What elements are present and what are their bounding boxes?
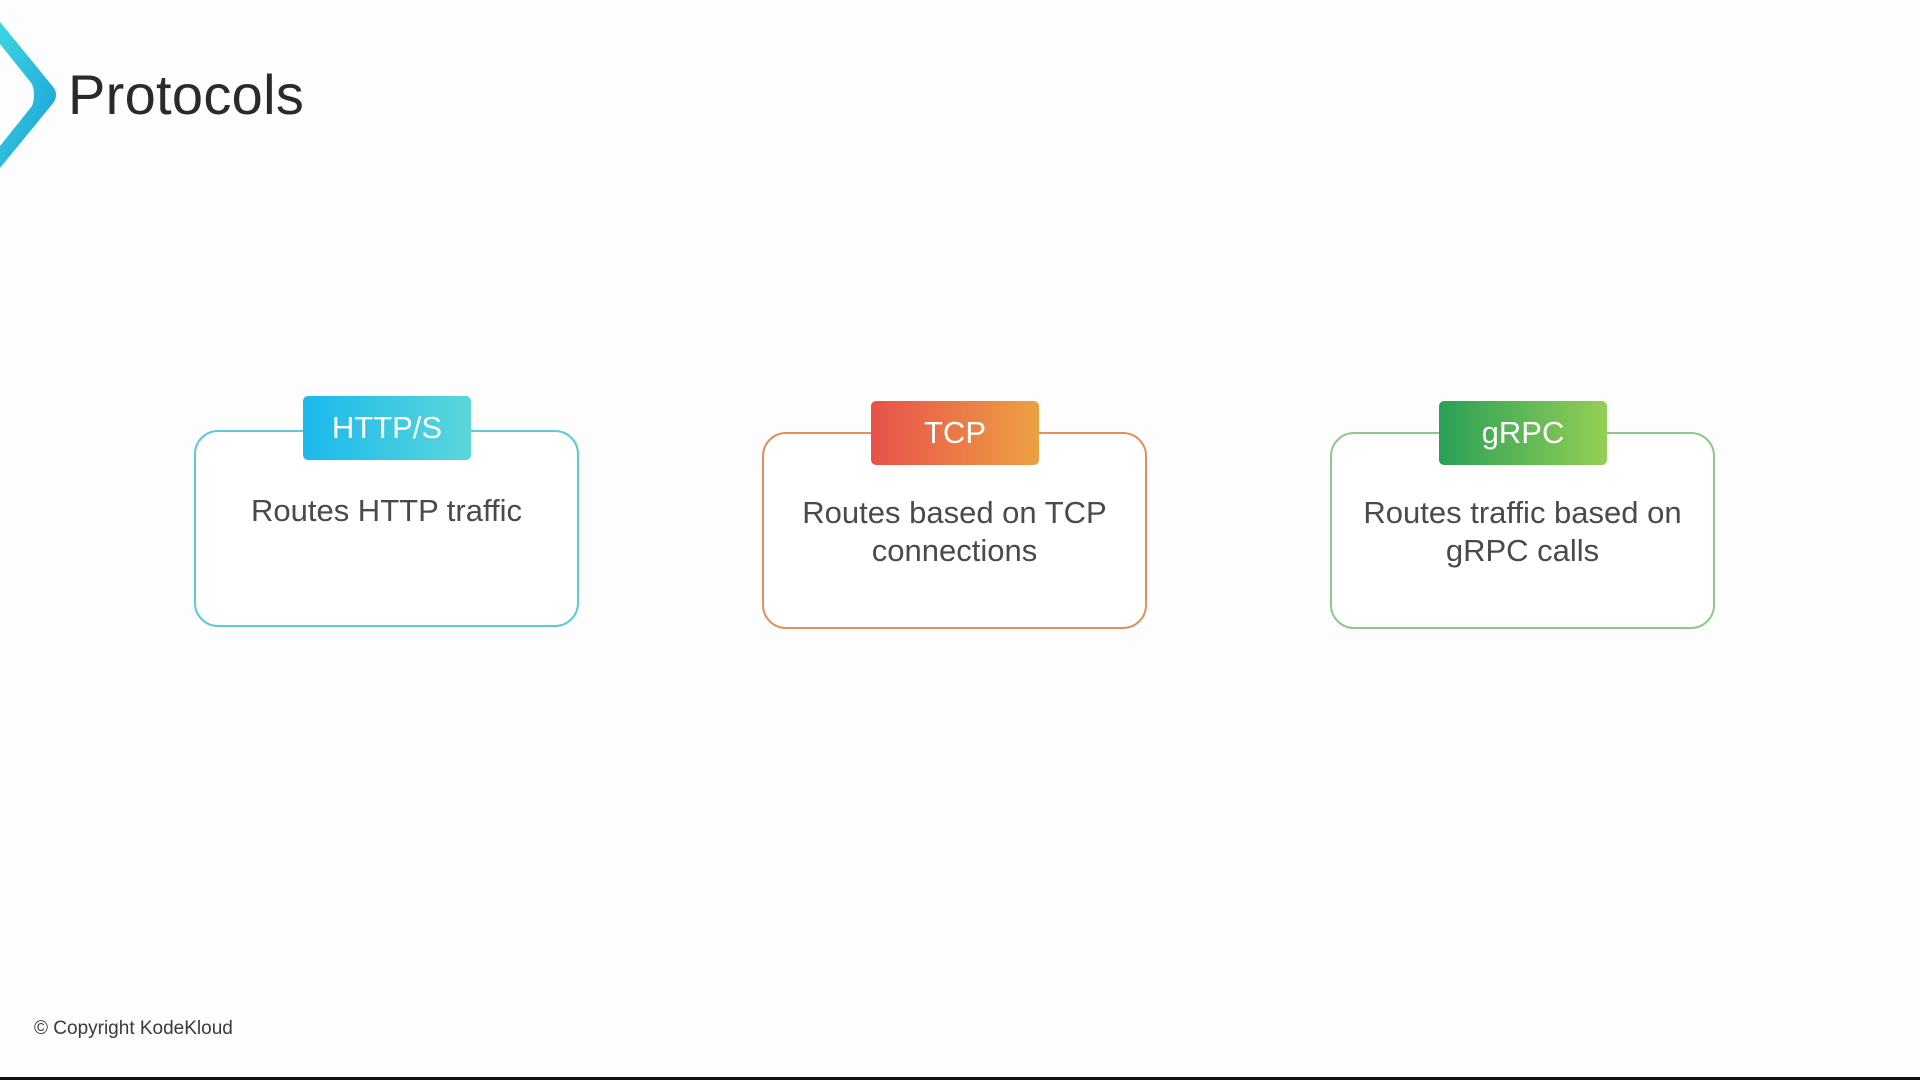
copyright-text: © Copyright KodeKloud xyxy=(34,1018,233,1039)
page-title: Protocols xyxy=(68,63,305,126)
kodekloud-logo-icon xyxy=(0,22,56,168)
card-description: Routes traffic based on gRPC calls xyxy=(1363,495,1682,568)
card-description: Routes based on TCP connections xyxy=(802,495,1107,568)
protocol-tag-tcp: TCP xyxy=(871,401,1039,465)
bottom-divider xyxy=(0,1077,1920,1080)
protocol-tag-https: HTTP/S xyxy=(303,396,471,460)
protocol-tag-grpc: gRPC xyxy=(1439,401,1607,465)
protocol-card-https: Routes HTTP traffic xyxy=(194,430,579,627)
card-description: Routes HTTP traffic xyxy=(250,493,523,528)
